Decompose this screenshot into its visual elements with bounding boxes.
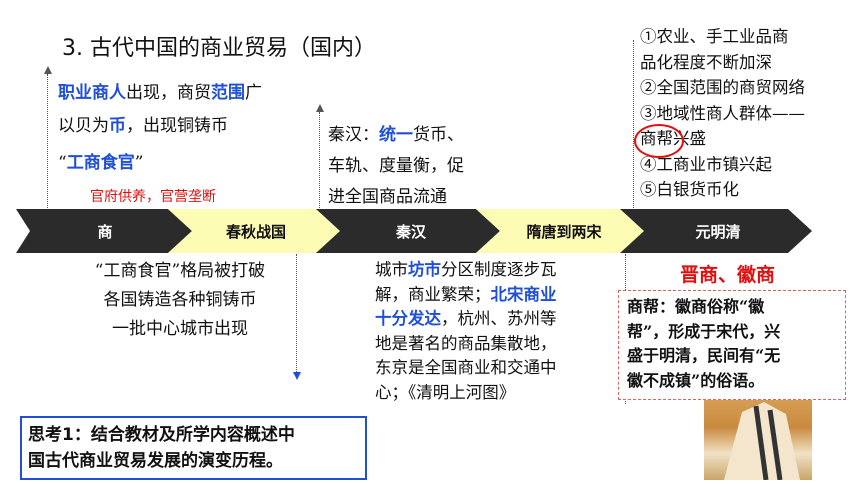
qinhan-block: 秦汉：统一货币、 车轨、度量衡，促 进全国商品流通 bbox=[328, 120, 528, 213]
suitang-line-2: 解，商业繁荣；北宋商业 bbox=[375, 284, 557, 304]
chunqiu-connector bbox=[296, 254, 297, 372]
merchant-groups-label: 晋商、徽商 bbox=[680, 264, 776, 286]
chunqiu-line-2: 各国铸造各种铜铸币 bbox=[103, 290, 257, 310]
note-text: 商帮：徽商俗称“徽 帮”，形成于宋代，兴 盛于明清，民间有“无 徽不成镇”的俗语… bbox=[619, 291, 845, 397]
ymq-item-1b: 品化程度不断加深 bbox=[640, 52, 772, 72]
timeline-labels: 商 春秋战国 秦汉 隋唐到两宋 元明清 bbox=[16, 209, 816, 253]
note-line-4: 徽不成镇”的俗语。 bbox=[627, 370, 765, 390]
chunqiu-block: “工商食官”格局被打破 各国铸造各种铜铸币 一批中心城市出现 bbox=[40, 257, 320, 344]
timeline-label-qinhan: 秦汉 bbox=[395, 223, 426, 241]
ymq-item-5: ④工商业市镇兴起 bbox=[640, 154, 772, 174]
qinhan-line-2: 车轨、度量衡，促 bbox=[328, 156, 464, 176]
timeline-label-suitang: 隋唐到两宋 bbox=[526, 223, 602, 241]
ymq-connector bbox=[633, 40, 634, 210]
ymq-block: ①农业、手工业品商 品化程度不断加深 ②全国范围的商贸网络 ③地域性商人群体——… bbox=[640, 24, 860, 203]
think-line-1: 思考1：结合教材及所学内容概述中 bbox=[28, 425, 295, 445]
ymq-item-2: ②全国范围的商贸网络 bbox=[640, 78, 805, 97]
qinhan-line-3: 进全国商品流通 bbox=[328, 187, 447, 207]
suitang-line-5: 东京是全国商业和交通中 bbox=[375, 358, 557, 377]
portrait-image bbox=[704, 392, 812, 481]
timeline-segment-ymq bbox=[620, 209, 812, 253]
ymq-item-1a: ①农业、手工业品商 bbox=[640, 27, 789, 46]
suitang-line-3: 十分发达，杭州、苏州等 bbox=[375, 309, 557, 328]
shang-line-1: 职业商人出现，商贸范围广 bbox=[58, 83, 262, 103]
timeline-label-ymq: 元明清 bbox=[695, 223, 741, 241]
up-arrow-icon bbox=[44, 66, 52, 74]
suitang-block: 城市坊市分区制度逐步瓦 解，商业繁荣；北宋商业 十分发达，杭州、苏州等 地是著名… bbox=[375, 258, 625, 405]
ymq-item-6: ⑤白银货币化 bbox=[640, 180, 739, 199]
note-line-3: 盛于明清，民间有“无 bbox=[627, 346, 781, 365]
shang-connector bbox=[47, 74, 48, 210]
page-title: 3. 古代中国的商业贸易（国内） bbox=[62, 36, 376, 61]
timeline-label-shang: 商 bbox=[97, 223, 113, 241]
timeline-segment-suitang bbox=[476, 209, 644, 253]
ymq-item-3: ③地域性商人群体—— bbox=[640, 103, 805, 123]
think-text: 思考1：结合教材及所学内容概述中 国古代商业贸易发展的演变历程。 bbox=[22, 418, 365, 478]
chunqiu-line-1: “工商食官”格局被打破 bbox=[94, 261, 266, 281]
shangbang-note: 商帮：徽商俗称“徽 帮”，形成于宋代，兴 盛于明清，民间有“无 徽不成镇”的俗语… bbox=[618, 290, 846, 400]
timeline-segment-qinhan bbox=[316, 209, 500, 253]
portrait-figure-icon bbox=[724, 402, 800, 481]
shang-line-3: “工商食官” bbox=[58, 153, 144, 173]
shang-red-note: 官府供养，官营垄断 bbox=[90, 189, 216, 205]
shang-line-2: 以贝为币，出现铜铸币 bbox=[58, 116, 228, 136]
timeline-segment-chunqiu bbox=[168, 209, 340, 253]
think-line-2: 国古代商业贸易发展的演变历程。 bbox=[28, 451, 283, 471]
suitang-line-1: 城市坊市分区制度逐步瓦 bbox=[375, 260, 557, 279]
qinhan-connector bbox=[319, 112, 320, 210]
shang-block: 职业商人出现，商贸范围广 以贝为币，出现铜铸币 “工商食官” bbox=[58, 78, 328, 179]
suitang-line-6: 心；《清明上河图》 bbox=[375, 382, 516, 402]
timeline-arrow bbox=[16, 209, 812, 253]
timeline-segment-shang bbox=[16, 209, 192, 253]
down-arrow-icon bbox=[293, 372, 301, 380]
qinhan-line-1: 秦汉：统一货币、 bbox=[328, 125, 464, 145]
shangbang-highlight-circle bbox=[634, 124, 684, 158]
chunqiu-line-3: 一批中心城市出现 bbox=[112, 319, 248, 339]
note-line-2: 帮”，形成于宋代，兴 bbox=[627, 321, 781, 341]
timeline-label-chunqiu: 春秋战国 bbox=[225, 223, 286, 241]
up-arrow-icon bbox=[316, 104, 324, 112]
think-question-box: 思考1：结合教材及所学内容概述中 国古代商业贸易发展的演变历程。 bbox=[20, 416, 367, 480]
note-line-1: 商帮：徽商俗称“徽 bbox=[627, 297, 765, 316]
suitang-line-4: 地是著名的商品集散地， bbox=[375, 333, 557, 353]
